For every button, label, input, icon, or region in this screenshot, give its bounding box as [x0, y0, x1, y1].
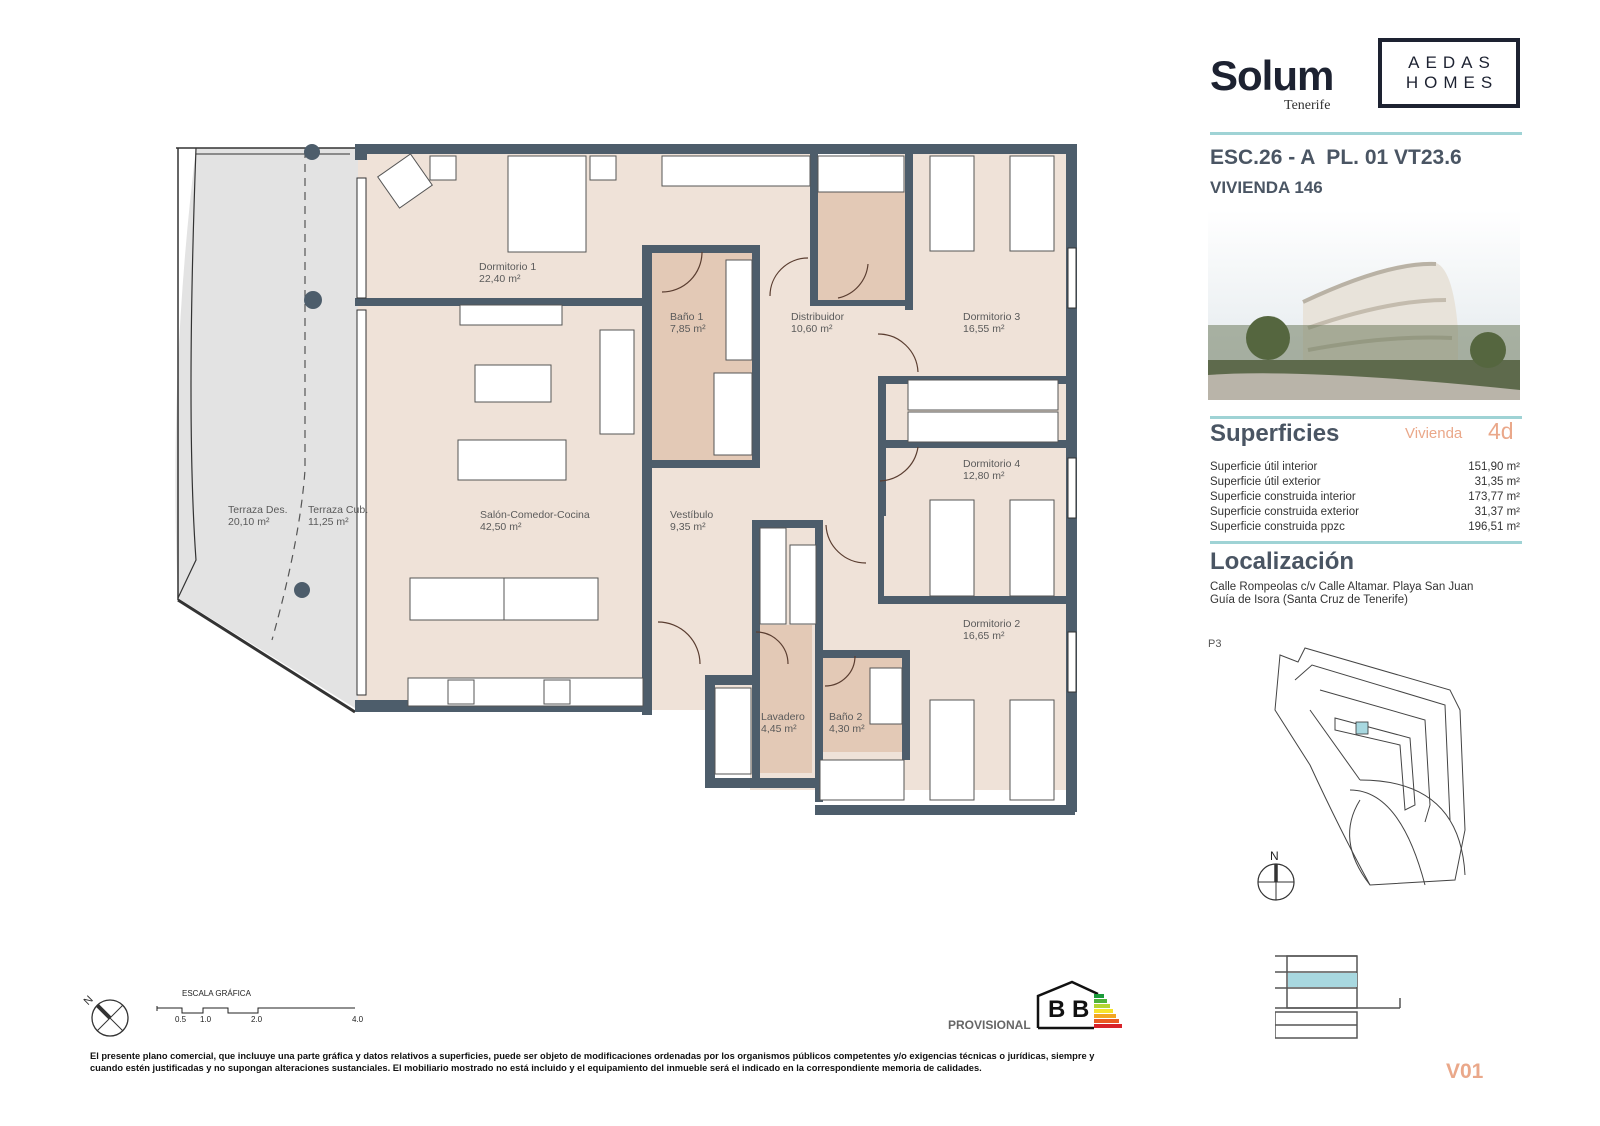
dwelling-type-label: Vivienda [1405, 425, 1463, 442]
building-section-diagram [1275, 955, 1401, 1039]
site-north-label: N [1270, 849, 1279, 863]
north-arrow-icon: N [82, 994, 129, 1037]
scale-tick: 4.0 [352, 1015, 364, 1024]
site-plan-label: P3 [1208, 638, 1222, 650]
floor-plan [175, 144, 1077, 815]
furniture [377, 153, 1059, 801]
divider [1210, 416, 1522, 419]
site-plan [1274, 647, 1466, 886]
unit-highlight [1355, 721, 1369, 735]
address: Calle Rompeolas c/v Calle Altamar. Playa… [1210, 581, 1474, 606]
energy-label: B B [1036, 980, 1122, 1030]
room-label-terraza-cub: Terraza Cub.11,25 m² [308, 504, 369, 528]
dwelling-number: VIVIENDA 146 [1210, 178, 1323, 197]
developer-logo: AEDAS HOMES [1378, 38, 1520, 108]
divider [1210, 132, 1522, 135]
windows [356, 177, 1077, 696]
version-label: V01 [1446, 1060, 1484, 1083]
room-label-terraza-des: Terraza Des.20,10 m² [228, 504, 288, 528]
legal-disclaimer: El presente plano comercial, que incluuy… [90, 1051, 1095, 1073]
building-render-image [1208, 210, 1520, 400]
scale-title: ESCALA GRÁFICA [182, 989, 251, 998]
terrace-area [175, 144, 360, 714]
building-render [1208, 210, 1520, 400]
project-logo: Solum [1210, 52, 1334, 99]
floor-highlight [1288, 973, 1357, 987]
location-title: Localización [1210, 548, 1355, 575]
house-energy-icon [1036, 980, 1122, 1030]
unit-code: ESC.26 - A PL. 01 VT23.6 [1210, 146, 1462, 169]
energy-status: PROVISIONAL [948, 1018, 1031, 1032]
door-swings [657, 251, 919, 687]
project-location: Tenerife [1284, 98, 1331, 113]
surfaces-title: Superficies [1210, 420, 1340, 447]
scale-tick: 0.5 [175, 1015, 187, 1024]
scale-tick: 1.0 [200, 1015, 212, 1024]
dwelling-type-value: 4d [1488, 418, 1514, 444]
scale-bar [156, 1006, 355, 1014]
svg-text:N: N [82, 994, 96, 1008]
energy-rating-emissions: B [1072, 996, 1090, 1023]
divider [1210, 541, 1522, 544]
site-north-arrow-icon [1257, 863, 1295, 901]
scale-tick: 2.0 [251, 1015, 263, 1024]
energy-rating-consumption: B [1048, 996, 1066, 1023]
